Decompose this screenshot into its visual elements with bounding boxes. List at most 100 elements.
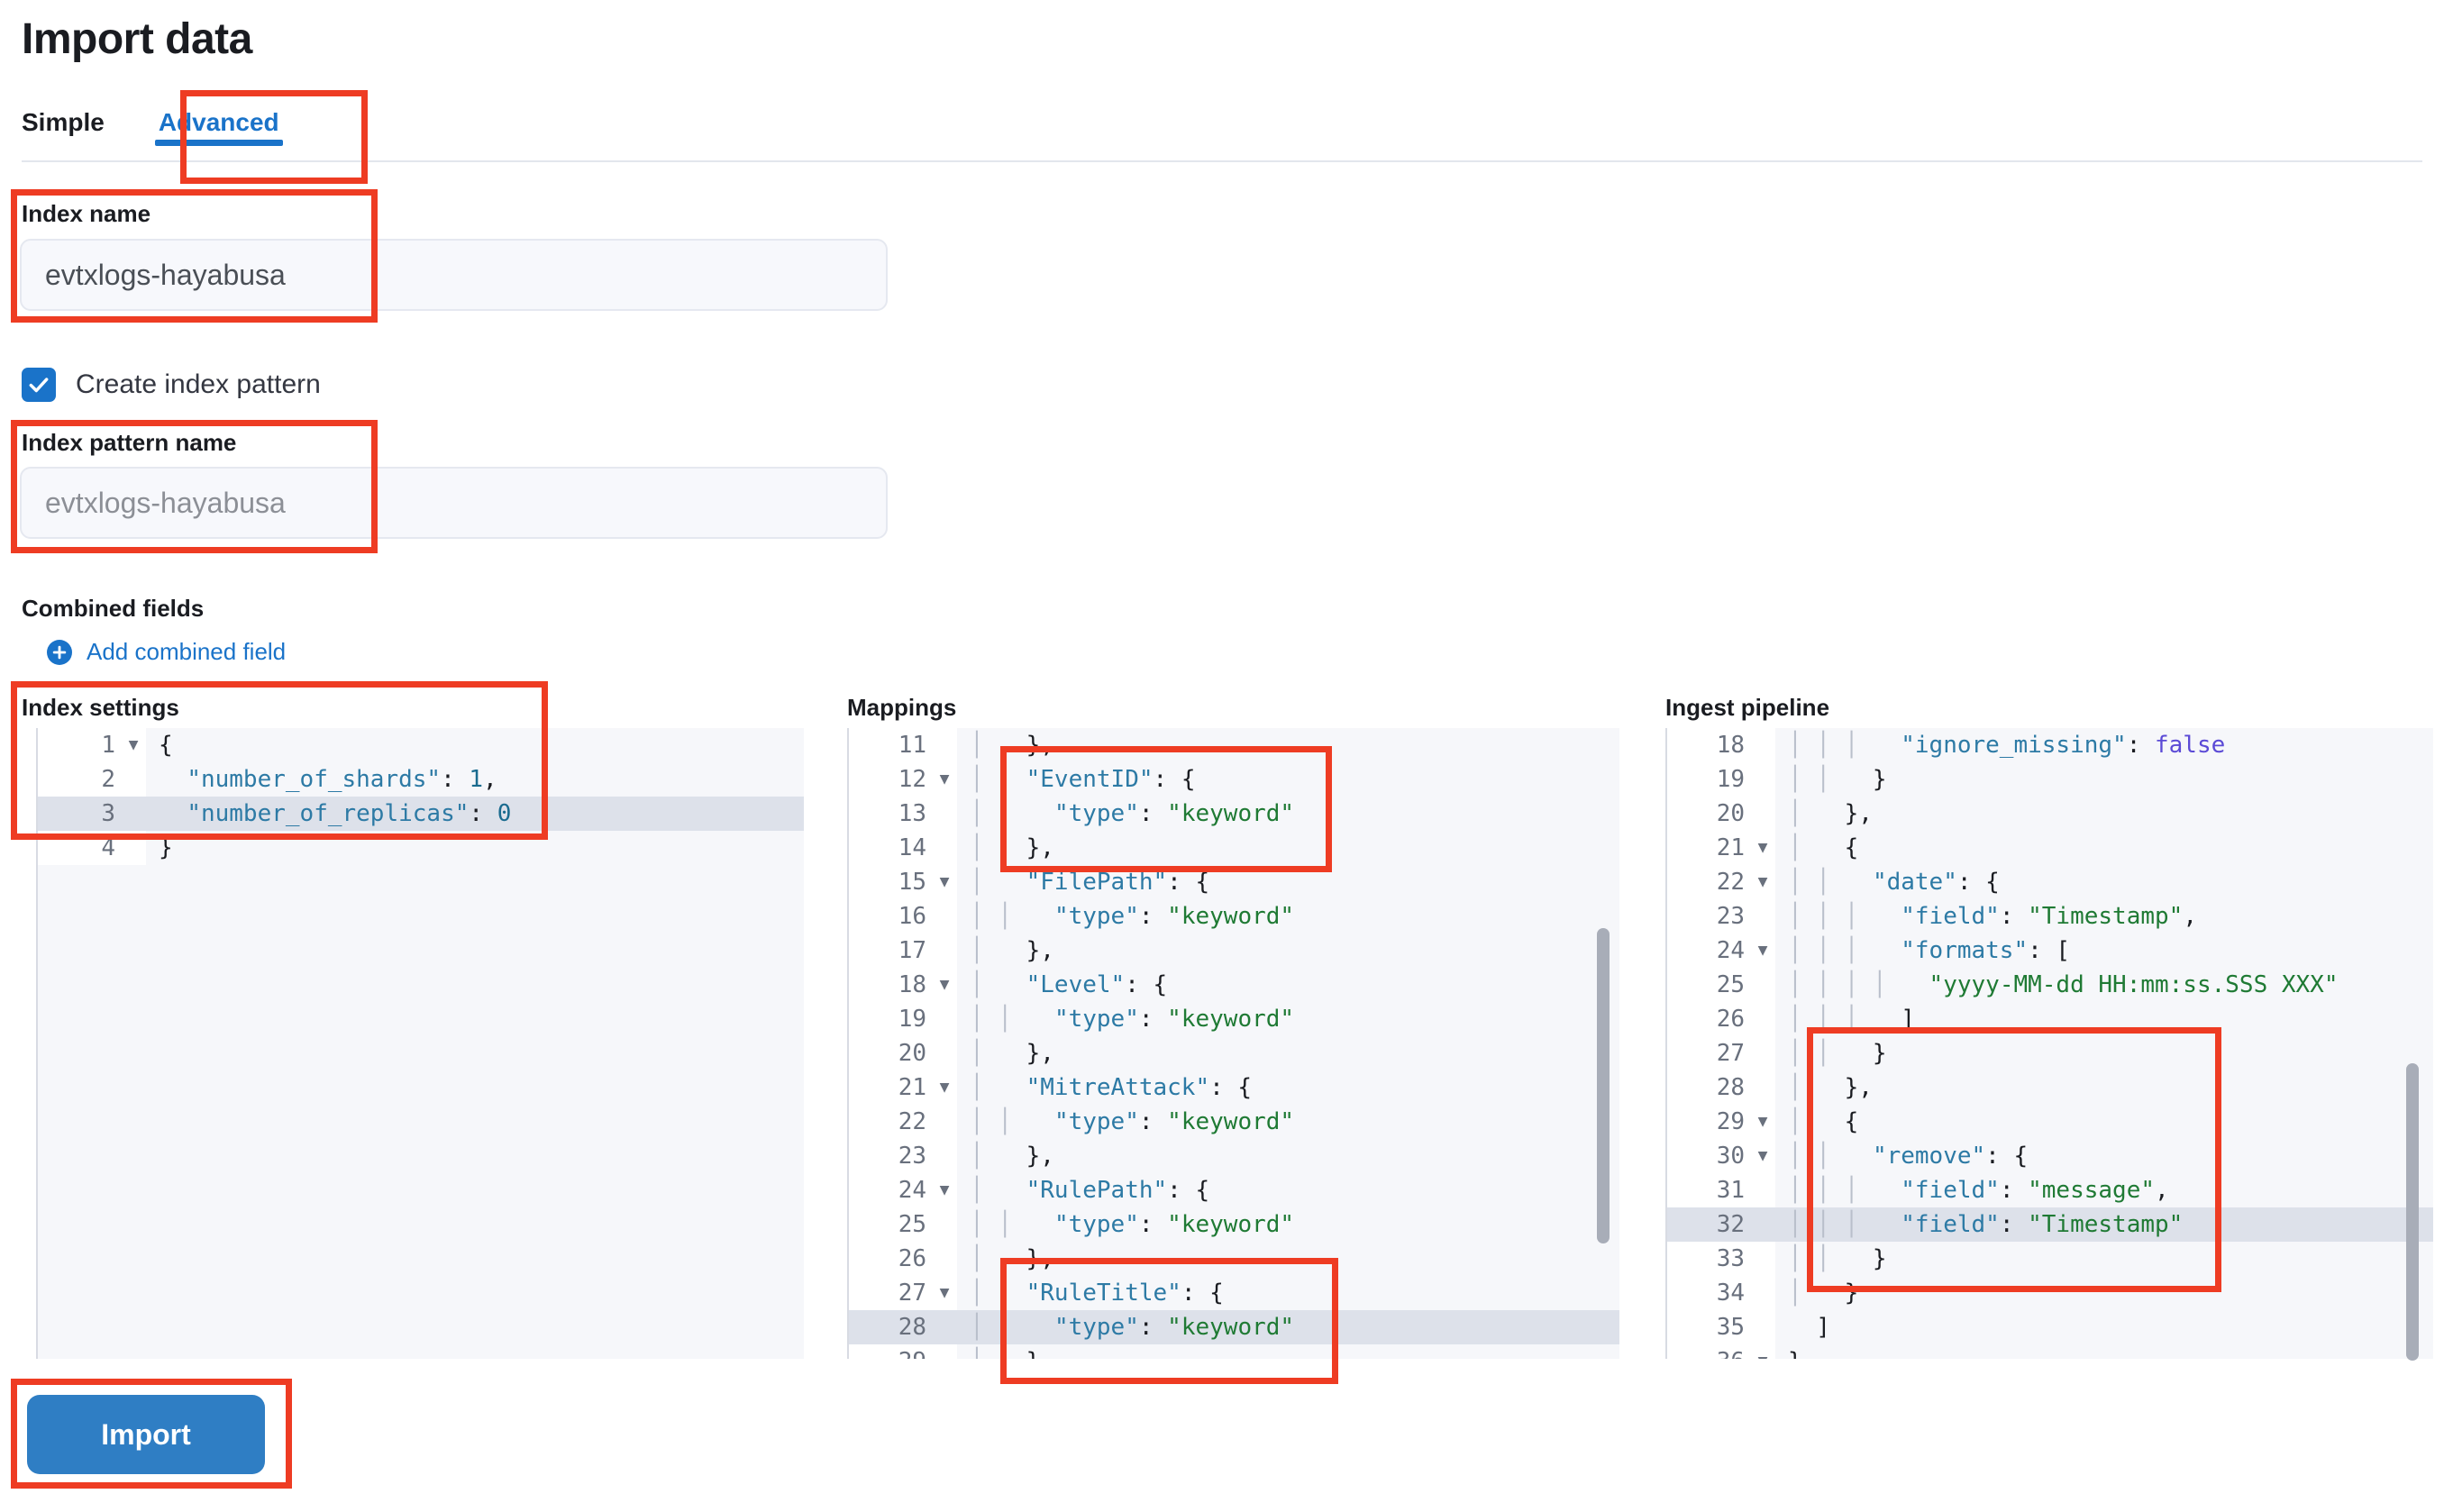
line-number: 33 [1667, 1242, 1750, 1276]
line-number: 35 [1667, 1310, 1750, 1344]
code-text: │ │ │ "field": "Timestamp", [1788, 903, 2197, 930]
code-line: 29▼│ { [1667, 1105, 2433, 1139]
fold-spacer [932, 831, 957, 865]
fold-spacer [1750, 1242, 1775, 1276]
code-line: 18│ │ │ "ignore_missing": false [1667, 728, 2433, 762]
code-line: 28│ }, [1667, 1070, 2433, 1105]
code-line: 28│ │ "type": "keyword" [849, 1310, 1619, 1344]
index-settings-editor[interactable]: 1▼{2 "number_of_shards": 1,3 "number_of_… [36, 728, 804, 1359]
fold-spacer [1750, 762, 1775, 797]
code-text: "number_of_shards": 1, [187, 766, 497, 793]
fold-arrow-icon[interactable]: ▼ [1750, 1344, 1775, 1359]
fold-arrow-icon[interactable]: ▼ [932, 1173, 957, 1207]
fold-spacer [932, 1105, 957, 1139]
code-text: } [159, 834, 173, 861]
ingest-pipeline-title: Ingest pipeline [1665, 694, 1830, 721]
code-line: 30▼│ │ "remove": { [1667, 1139, 2433, 1173]
code-line: 12▼│ "EventID": { [849, 762, 1619, 797]
code-line: 19│ │ } [1667, 762, 2433, 797]
line-number: 31 [1667, 1173, 1750, 1207]
fold-arrow-icon[interactable]: ▼ [932, 968, 957, 1002]
line-number: 3 [38, 797, 121, 831]
fold-arrow-icon[interactable]: ▼ [1750, 934, 1775, 968]
index-name-input[interactable]: evtxlogs-hayabusa [20, 239, 888, 311]
code-text: │ "FilePath": { [970, 869, 1210, 896]
line-number: 19 [1667, 762, 1750, 797]
line-number: 27 [1667, 1036, 1750, 1070]
code-line: 20│ }, [1667, 797, 2433, 831]
code-line: 29│ }, [849, 1344, 1619, 1359]
line-number: 29 [849, 1344, 932, 1359]
line-number: 25 [849, 1207, 932, 1242]
fold-spacer [932, 1344, 957, 1359]
page-title: Import data [22, 15, 252, 63]
fold-arrow-icon[interactable]: ▼ [932, 1276, 957, 1310]
code-line: 27│ │ } [1667, 1036, 2433, 1070]
fold-arrow-icon[interactable]: ▼ [932, 762, 957, 797]
tab-advanced[interactable]: Advanced [132, 108, 306, 155]
line-number: 24 [1667, 934, 1750, 968]
add-combined-field-button[interactable]: Add combined field [47, 638, 286, 666]
code-line: 2 "number_of_shards": 1, [38, 762, 804, 797]
code-text: │ │ "type": "keyword" [970, 800, 1295, 827]
code-text: │ │ "type": "keyword" [970, 1006, 1295, 1033]
fold-arrow-icon[interactable]: ▼ [1750, 1139, 1775, 1173]
line-number: 14 [849, 831, 932, 865]
line-number: 18 [849, 968, 932, 1002]
fold-arrow-icon[interactable]: ▼ [1750, 865, 1775, 899]
code-text: │ }, [970, 732, 1054, 759]
fold-arrow-icon[interactable]: ▼ [932, 1070, 957, 1105]
fold-spacer [1750, 1070, 1775, 1105]
index-name-label: Index name [22, 200, 151, 227]
line-number: 34 [1667, 1276, 1750, 1310]
code-line: 26│ │ │ ] [1667, 1002, 2433, 1036]
code-line: 23│ │ │ "field": "Timestamp", [1667, 899, 2433, 934]
code-text: "number_of_replicas": 0 [187, 800, 512, 827]
line-number: 1 [38, 728, 121, 762]
code-line: 11│ }, [849, 728, 1619, 762]
code-line: 36▼} [1667, 1344, 2433, 1359]
mappings-scrollbar[interactable] [1597, 928, 1610, 1243]
tab-simple[interactable]: Simple [22, 108, 105, 136]
code-text: │ "RulePath": { [970, 1177, 1210, 1204]
tab-bar: Simple Advanced [22, 97, 306, 155]
fold-arrow-icon[interactable]: ▼ [121, 728, 146, 762]
line-number: 27 [849, 1276, 932, 1310]
code-line: 27▼│ "RuleTitle": { [849, 1276, 1619, 1310]
code-text: │ }, [1788, 800, 1873, 827]
import-button[interactable]: Import [27, 1395, 265, 1474]
code-text: │ │ "remove": { [1788, 1143, 2029, 1170]
line-number: 22 [849, 1105, 932, 1139]
code-line: 22▼│ │ "date": { [1667, 865, 2433, 899]
code-line: 34│ } [1667, 1276, 2433, 1310]
line-number: 26 [1667, 1002, 1750, 1036]
fold-spacer [932, 728, 957, 762]
line-number: 23 [849, 1139, 932, 1173]
ingest-pipeline-scrollbar[interactable] [2406, 1063, 2419, 1361]
line-number: 28 [849, 1310, 932, 1344]
code-text: │ }, [1788, 1074, 1873, 1101]
fold-arrow-icon[interactable]: ▼ [1750, 1105, 1775, 1139]
code-line: 33│ │ } [1667, 1242, 2433, 1276]
code-line: 21▼│ { [1667, 831, 2433, 865]
code-line: 17│ }, [849, 934, 1619, 968]
code-line: 26│ }, [849, 1242, 1619, 1276]
code-text: │ │ │ "ignore_missing": false [1788, 732, 2226, 759]
code-line: 13│ │ "type": "keyword" [849, 797, 1619, 831]
code-text: │ }, [970, 1040, 1054, 1067]
fold-arrow-icon[interactable]: ▼ [1750, 831, 1775, 865]
fold-spacer [1750, 1310, 1775, 1344]
add-combined-field-label: Add combined field [87, 638, 287, 665]
fold-arrow-icon[interactable]: ▼ [932, 865, 957, 899]
fold-spacer [1750, 797, 1775, 831]
index-pattern-name-input[interactable]: evtxlogs-hayabusa [20, 467, 888, 539]
fold-spacer [932, 1139, 957, 1173]
code-text: │ │ │ "formats": [ [1788, 937, 2071, 964]
mappings-editor[interactable]: 11│ },12▼│ "EventID": {13│ │ "type": "ke… [847, 728, 1619, 1359]
create-index-pattern-checkbox[interactable]: Create index pattern [22, 365, 321, 405]
line-number: 21 [849, 1070, 932, 1105]
fold-spacer [932, 1207, 957, 1242]
plus-circle-icon [47, 639, 72, 665]
tab-divider [22, 160, 2422, 162]
